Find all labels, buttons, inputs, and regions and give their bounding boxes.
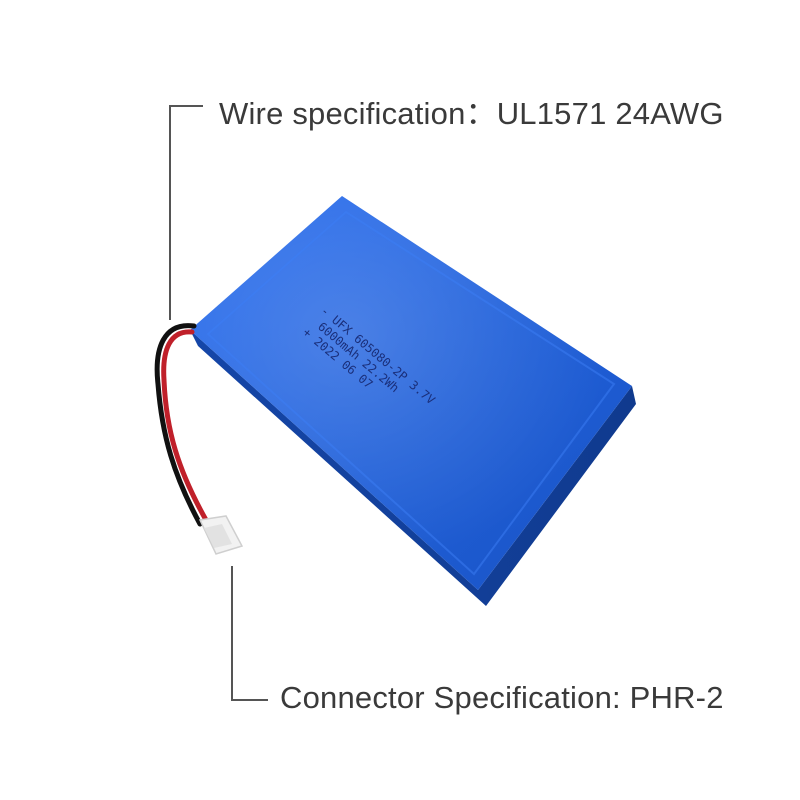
battery-side bbox=[190, 330, 636, 606]
wire-leader-line bbox=[169, 105, 203, 320]
connector-leader-line bbox=[231, 566, 268, 701]
red-wire bbox=[161, 329, 209, 523]
wire-spec-label: Wire specification：UL1571 24AWG bbox=[219, 96, 724, 131]
connector-spec-label: Connector Specification: PHR-2 bbox=[280, 680, 724, 715]
black-wire bbox=[154, 323, 203, 527]
phr-2-connector bbox=[198, 515, 244, 555]
